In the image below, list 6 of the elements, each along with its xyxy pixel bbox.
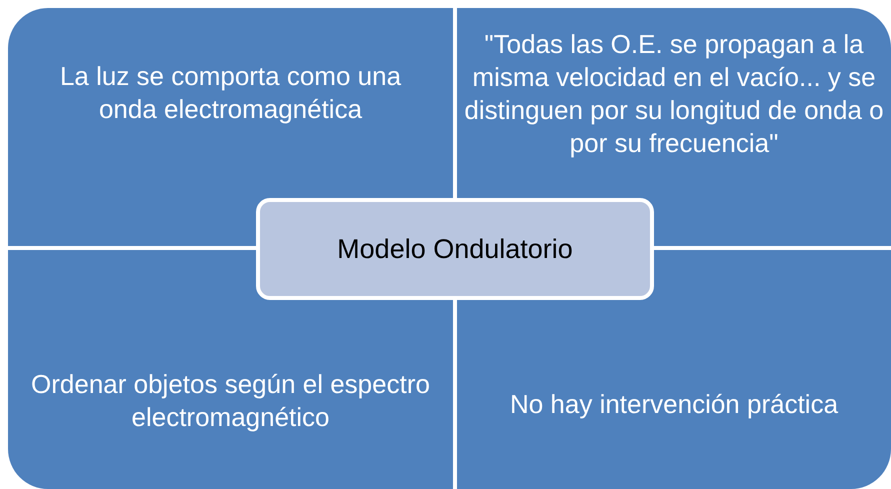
panel-text: La luz se comporta como una onda electromagnética [58, 60, 402, 126]
center-box [256, 198, 654, 300]
panel-text: Ordenar objetos según el espectro electromagnético [30, 368, 430, 434]
center-title: Modelo Ondulatorio [337, 234, 573, 264]
panel-text: "Todas las O.E. se propagan a la misma velocidad en el vacío... y se distinguen por su longitud de onda o por su frecuencia" [463, 28, 885, 160]
panel-text: No hay intervención práctica [510, 388, 838, 421]
